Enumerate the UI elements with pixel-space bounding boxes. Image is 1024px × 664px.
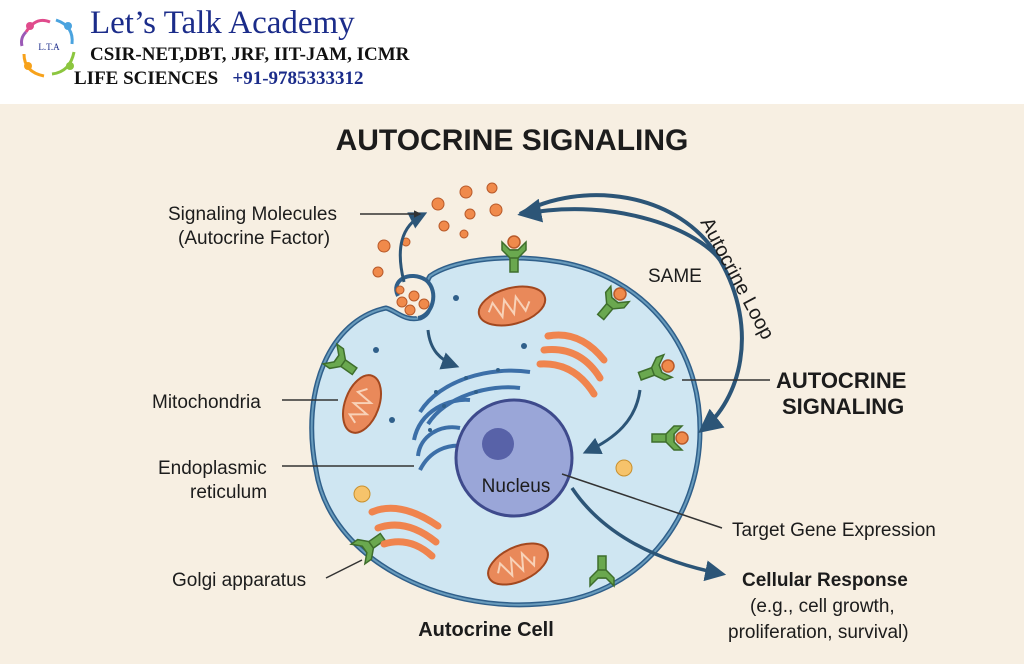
pocket-molecules <box>395 285 430 316</box>
brand-name: Let’s Talk Academy <box>90 5 355 41</box>
secretion-arrow <box>398 212 428 283</box>
receptor-bottom <box>589 555 615 588</box>
leader-golgi <box>325 559 363 579</box>
er-ribosomes <box>428 368 500 432</box>
label-er-line1: Endoplasmic <box>158 458 267 479</box>
exam-list: CSIR-NET,DBT, JRF, IIT-JAM, ICMR <box>90 44 410 65</box>
label-response-detail2: proliferation, survival) <box>728 622 909 643</box>
academy-logo-icon: L.T.A <box>20 18 76 78</box>
leader-gene <box>561 473 723 529</box>
receptor-bottom-left <box>349 532 386 566</box>
label-cellular-response: Cellular Response <box>742 570 908 591</box>
label-response-detail1: (e.g., cell growth, <box>750 596 895 617</box>
mitochondria-group <box>342 285 549 586</box>
mitochondrion-left <box>342 374 382 434</box>
label-signaling-molecules: Signaling Molecules <box>168 204 337 225</box>
response-arrow <box>570 487 727 582</box>
autocrine-loop-label: Autocrine Loop <box>696 214 779 343</box>
receptor-lower-right <box>651 425 689 451</box>
signaling-molecules <box>372 182 503 278</box>
phone-number: +91-9785333312 <box>232 68 364 89</box>
label-autocrine-factor: (Autocrine Factor) <box>178 228 330 249</box>
label-same: SAME <box>648 266 702 287</box>
label-autocrine-line2: SIGNALING <box>782 394 904 419</box>
receptor-top <box>501 235 527 273</box>
nucleus <box>454 398 574 518</box>
label-golgi: Golgi apparatus <box>172 570 306 591</box>
receptor-left <box>321 342 358 376</box>
logo-text: L.T.A <box>38 42 60 52</box>
golgi-upper <box>536 331 608 398</box>
nucleolus <box>482 428 514 460</box>
loop-inbound-arrow <box>517 198 722 262</box>
receptor-group <box>321 235 689 588</box>
receptor-right <box>637 353 675 381</box>
mitochondrion-top <box>477 285 547 327</box>
diagram-title: AUTOCRINE SIGNALING <box>336 124 689 157</box>
subject-text: LIFE SCIENCES <box>74 68 219 89</box>
subject-line: LIFE SCIENCES +91-9785333312 <box>74 68 364 90</box>
label-target-gene: Target Gene Expression <box>732 520 936 541</box>
internal-arrow-top <box>426 329 460 370</box>
nucleus-label: Nucleus <box>482 476 551 497</box>
label-er-line2: reticulum <box>190 482 267 503</box>
label-mitochondria: Mitochondria <box>152 392 261 413</box>
header-banner: L.T.A Let’s Talk Academy CSIR-NET,DBT, J… <box>0 0 1024 104</box>
internal-arrow-right <box>582 389 642 455</box>
label-autocrine-line1: AUTOCRINE <box>776 368 906 393</box>
receptor-upper-right <box>596 284 631 321</box>
label-autocrine-cell: Autocrine Cell <box>418 619 554 641</box>
golgi-lower <box>368 504 442 560</box>
mitochondrion-bottom <box>487 542 549 586</box>
vesicles <box>353 295 633 503</box>
